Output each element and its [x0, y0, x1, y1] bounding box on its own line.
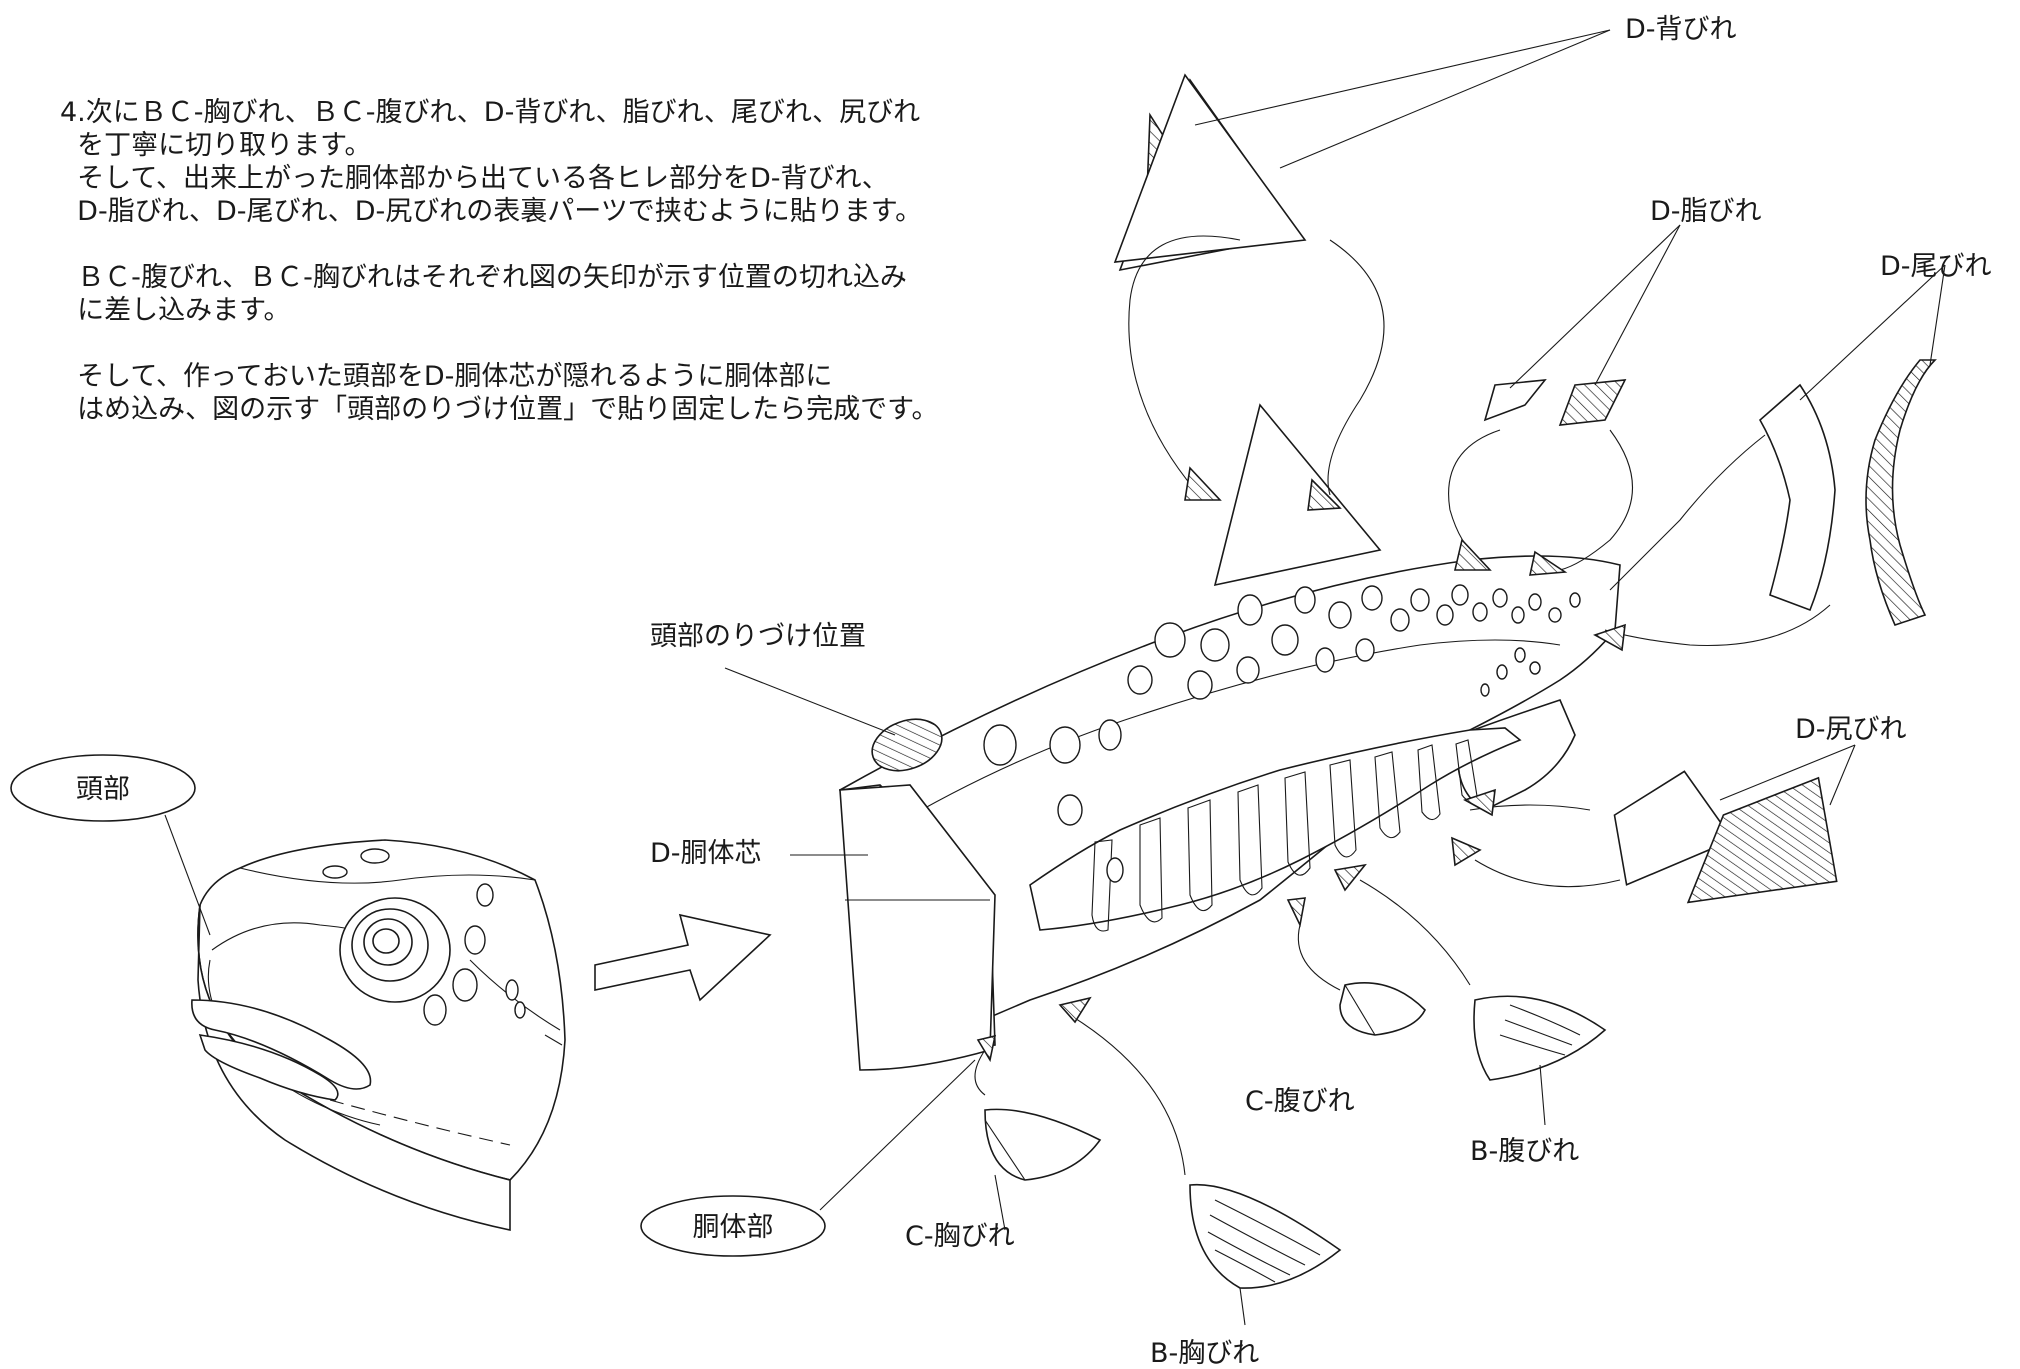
- pectoral-fin-c: C-胸びれ: [905, 1034, 1102, 1252]
- head-part: [191, 839, 566, 1231]
- caudal-fin-group: D-尾びれ: [1593, 251, 1992, 652]
- adipose-fin-group: D-脂びれ: [1448, 196, 1762, 576]
- body-spots: [983, 584, 1581, 883]
- head-label: 頭部: [76, 774, 130, 805]
- dorsal-fin-label: D-背びれ: [1625, 14, 1737, 45]
- instruction-line-1: 4.次にＢＣ-胸びれ、ＢＣ-腹びれ、D-背びれ、脂びれ、尾びれ、尻びれ: [60, 97, 921, 128]
- instruction-line-6: ＢＣ-腹びれ、ＢＣ-胸びれはそれぞれ図の矢印が示す位置の切れ込み: [60, 262, 907, 293]
- pelvic-fin-c: C-腹びれ: [1245, 897, 1426, 1117]
- glue-position-marker: 頭部のりづけ位置: [650, 621, 943, 772]
- body-callout: 胴体部: [640, 1059, 976, 1257]
- instruction-line-10: はめ込み、図の示す「頭部のりづけ位置」で貼り固定したら完成です。: [60, 394, 939, 425]
- instruction-line-4: D-脂びれ、D-尾びれ、D-尻びれの表裏パーツで挟むように貼ります。: [60, 196, 923, 227]
- dorsal-fin-group: D-背びれ: [1113, 14, 1737, 587]
- core-label: D-胴体芯: [650, 838, 762, 869]
- instruction-line-9: そして、作っておいた頭部をD-胴体芯が隠れるように胴体部に: [60, 361, 833, 392]
- glue-position-label: 頭部のりづけ位置: [650, 621, 866, 652]
- instruction-line-2: を丁寧に切り取ります。: [60, 130, 372, 161]
- pectoral-fin-b-label: B-胸びれ: [1150, 1338, 1259, 1369]
- insert-arrow-icon: [594, 913, 772, 1002]
- caudal-fin-label: D-尾びれ: [1880, 251, 1992, 282]
- instructions-text: 4.次にＢＣ-胸びれ、ＢＣ-腹びれ、D-背びれ、脂びれ、尾びれ、尻びれ を丁寧に…: [60, 96, 1120, 426]
- anal-fin-label: D-尻びれ: [1795, 714, 1907, 745]
- adipose-fin-label: D-脂びれ: [1650, 196, 1762, 227]
- instruction-line-7: に差し込みます。: [60, 295, 291, 326]
- pectoral-fin-b: B-胸びれ: [1058, 996, 1342, 1369]
- core-callout: D-胴体芯: [650, 838, 868, 869]
- pectoral-fin-c-label: C-胸びれ: [905, 1221, 1015, 1252]
- pelvic-fin-c-label: C-腹びれ: [1245, 1086, 1355, 1117]
- pelvic-fin-b: B-腹びれ: [1333, 863, 1607, 1167]
- anal-fin-group: D-尻びれ: [1451, 714, 1907, 904]
- body-label: 胴体部: [693, 1212, 774, 1243]
- instruction-line-3: そして、出来上がった胴体部から出ている各ヒレ部分をD-背びれ、: [60, 163, 889, 194]
- body-part: [839, 555, 1621, 1071]
- pelvic-fin-b-label: B-腹びれ: [1470, 1136, 1579, 1167]
- head-callout: 頭部: [10, 754, 211, 936]
